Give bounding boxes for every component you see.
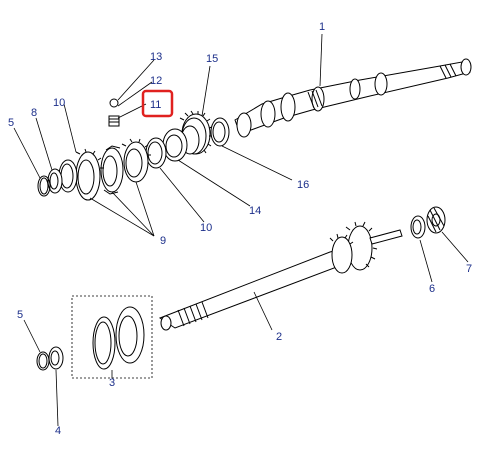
bearing-part-16: [210, 117, 230, 147]
callout-16[interactable]: 16: [297, 179, 309, 191]
callout-11[interactable]: 11: [150, 99, 161, 111]
spring-part-11: [108, 115, 120, 127]
callout-14[interactable]: 14: [249, 205, 261, 217]
callout-7[interactable]: 7: [466, 263, 472, 275]
callout-15[interactable]: 15: [206, 53, 218, 65]
washer-part-4: [48, 346, 64, 370]
leader-lines: [13, 33, 469, 427]
callout-2[interactable]: 2: [276, 331, 282, 343]
callout-3[interactable]: 3: [109, 377, 115, 389]
callout-12[interactable]: 12: [150, 75, 162, 87]
callout-4[interactable]: 4: [55, 425, 61, 437]
snap-ring-part-5-upper: [37, 175, 51, 197]
callout-8[interactable]: 8: [31, 107, 37, 119]
callout-5-lower[interactable]: 5: [17, 309, 23, 321]
callout-10-left[interactable]: 10: [53, 97, 65, 109]
callout-9[interactable]: 9: [160, 235, 166, 247]
snap-ring-part-5-lower: [36, 351, 50, 371]
ring-part-8: [47, 168, 63, 194]
ring-part-14: [162, 128, 188, 162]
callout-13[interactable]: 13: [150, 51, 162, 63]
roller-bearing-part-7: [426, 206, 446, 234]
callout-5-upper[interactable]: 5: [8, 117, 14, 129]
callout-1[interactable]: 1: [319, 21, 325, 33]
callout-labels: 1 2 3 4 5 5 6 7 8 9 10 10 11 12 13 14 15…: [8, 21, 472, 437]
mainshaft-part-1: [234, 58, 472, 138]
countershaft-part-2: [158, 221, 403, 331]
bearing-race-part-6: [410, 215, 426, 239]
callout-6[interactable]: 6: [429, 283, 435, 295]
assembly-part-3: [71, 295, 153, 379]
highlight-box: [141, 89, 174, 118]
synchronizer-part-9: [75, 138, 151, 201]
ball-part-12: [109, 98, 119, 108]
callout-10-right[interactable]: 10: [200, 222, 212, 234]
ring-part-10-right: [145, 137, 167, 169]
